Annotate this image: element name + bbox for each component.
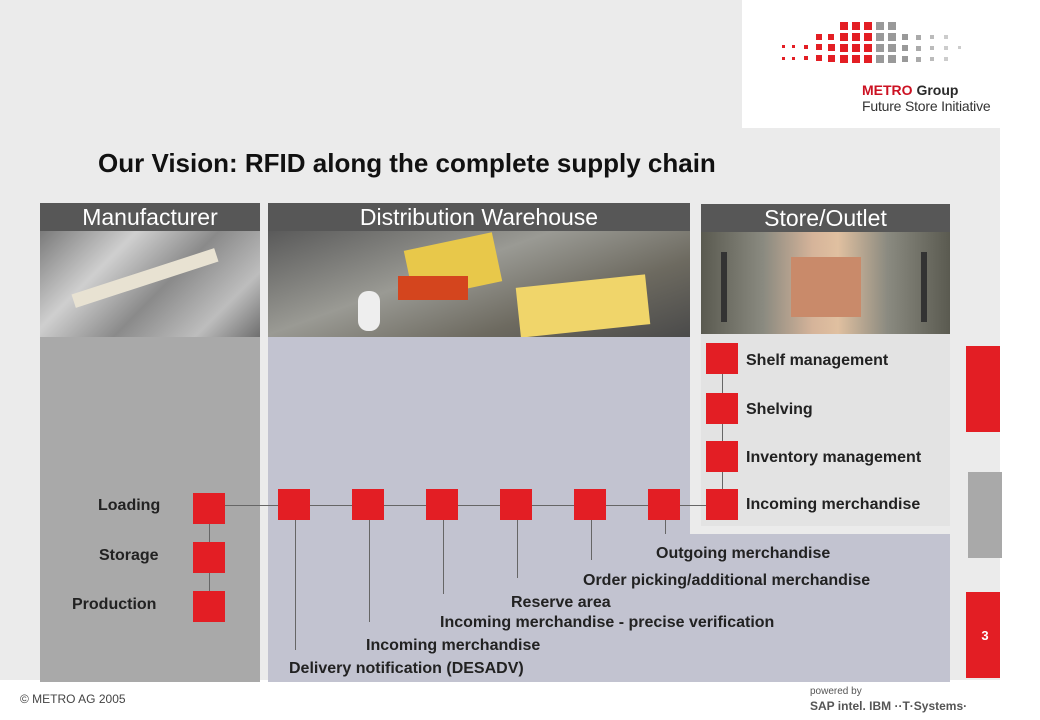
manufacturer-photo <box>40 231 260 337</box>
brand-name: METRO Group <box>862 82 959 98</box>
brand-subtitle: Future Store Initiative <box>862 98 991 114</box>
node-storage <box>193 542 225 573</box>
side-bar-gray <box>968 472 1002 558</box>
copyright: © METRO AG 2005 <box>20 692 126 706</box>
store-connector <box>722 358 723 505</box>
node-loading <box>193 493 225 524</box>
node-delivery-notification <box>278 489 310 520</box>
node-incoming-merchandise-store <box>706 489 738 520</box>
leader-line <box>295 520 296 650</box>
label-precise-verification: Incoming merchandise - precise verificat… <box>440 614 775 631</box>
sponsor-logos: SAP intel. IBM ··T·Systems· <box>810 699 968 713</box>
store-header: Store/Outlet <box>701 204 950 232</box>
label-incoming-merchandise-wh: Incoming merchandise <box>366 637 541 654</box>
label-inventory-management: Inventory management <box>746 449 922 466</box>
store-photo <box>701 232 950 334</box>
label-outgoing-merchandise: Outgoing merchandise <box>656 545 831 562</box>
chain-line <box>209 505 722 506</box>
node-inventory-management <box>706 441 738 472</box>
node-reserve-area <box>500 489 532 520</box>
page-title: Our Vision: RFID along the complete supp… <box>98 148 716 178</box>
store-area <box>701 334 950 526</box>
warehouse-area <box>268 337 690 682</box>
side-bar-page <box>966 592 1000 678</box>
manufacturer-header: Manufacturer <box>40 203 260 231</box>
warehouse-area-extension <box>690 534 950 682</box>
label-incoming-merchandise-store: Incoming merchandise <box>746 496 921 513</box>
page-number: 3 <box>981 628 989 643</box>
label-reserve-area: Reserve area <box>511 594 611 611</box>
label-shelving: Shelving <box>746 401 813 418</box>
logo-area <box>742 0 1040 128</box>
label-order-picking: Order picking/additional merchandise <box>583 572 871 589</box>
leader-line <box>443 520 444 594</box>
node-outgoing-merchandise <box>648 489 680 520</box>
node-incoming-merchandise <box>352 489 384 520</box>
powered-by-label: powered by <box>810 686 862 697</box>
node-shelf-management <box>706 343 738 374</box>
node-production <box>193 591 225 622</box>
label-storage: Storage <box>99 547 159 564</box>
warehouse-header: Distribution Warehouse <box>268 203 690 231</box>
label-production: Production <box>72 596 157 613</box>
leader-line <box>591 520 592 560</box>
metro-dots-logo <box>782 22 961 63</box>
leader-line <box>517 520 518 578</box>
leader-line <box>665 520 666 534</box>
label-shelf-management: Shelf management <box>746 352 889 369</box>
node-order-picking <box>574 489 606 520</box>
node-shelving <box>706 393 738 424</box>
warehouse-photo <box>268 231 690 337</box>
node-precise-verification <box>426 489 458 520</box>
label-delivery-notification: Delivery notification (DESADV) <box>289 660 524 677</box>
side-bar-red <box>966 346 1000 432</box>
leader-line <box>369 520 370 622</box>
label-loading: Loading <box>98 497 161 514</box>
